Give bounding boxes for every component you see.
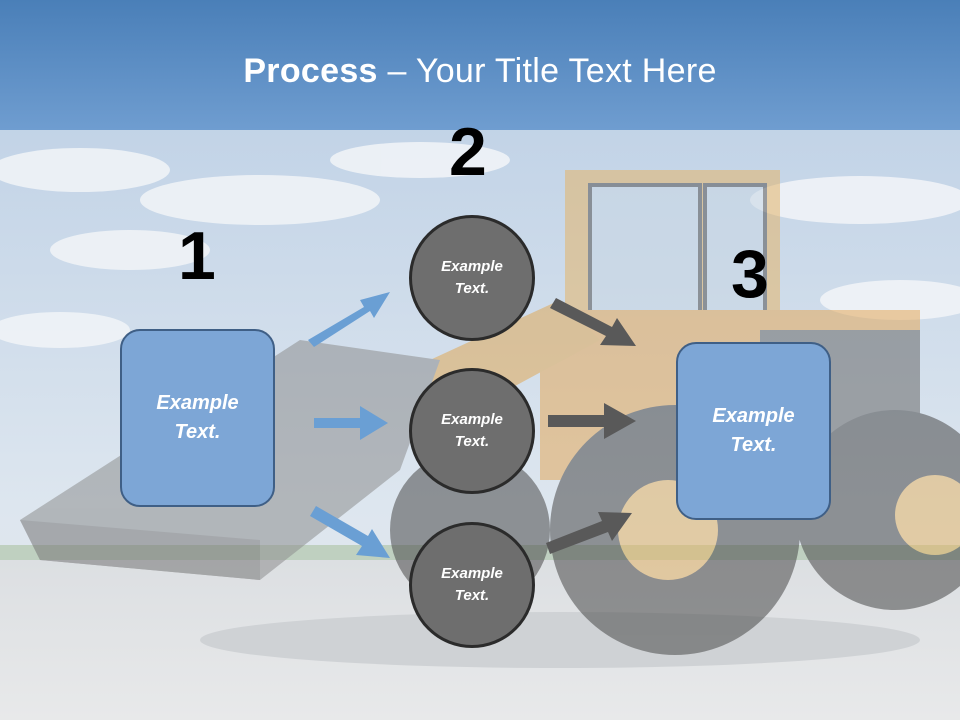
arrow-top-to-right	[550, 298, 636, 346]
step-number-3: 3	[731, 236, 769, 312]
arrow-left-to-middle	[314, 406, 388, 440]
right-process-box[interactable]: Example Text.	[676, 342, 831, 520]
process-circle-top[interactable]: Example Text.	[409, 215, 535, 341]
gray-arrows	[546, 298, 636, 554]
arrow-left-to-top	[308, 292, 390, 347]
arrow-left-to-bottom	[310, 506, 390, 558]
title-rest: – Your Title Text Here	[377, 52, 717, 90]
left-process-box[interactable]: Example Text.	[120, 329, 275, 507]
title-band	[0, 0, 960, 130]
slide-title: Process – Your Title Text Here	[0, 52, 960, 91]
title-bold: Process	[243, 52, 378, 90]
blue-arrows	[308, 292, 390, 558]
process-circle-middle[interactable]: Example Text.	[409, 368, 535, 494]
arrow-bottom-to-right	[546, 512, 632, 554]
arrow-middle-to-right	[548, 403, 636, 439]
step-number-1: 1	[178, 218, 216, 294]
process-circle-bottom[interactable]: Example Text.	[409, 522, 535, 648]
step-number-2: 2	[449, 114, 487, 190]
